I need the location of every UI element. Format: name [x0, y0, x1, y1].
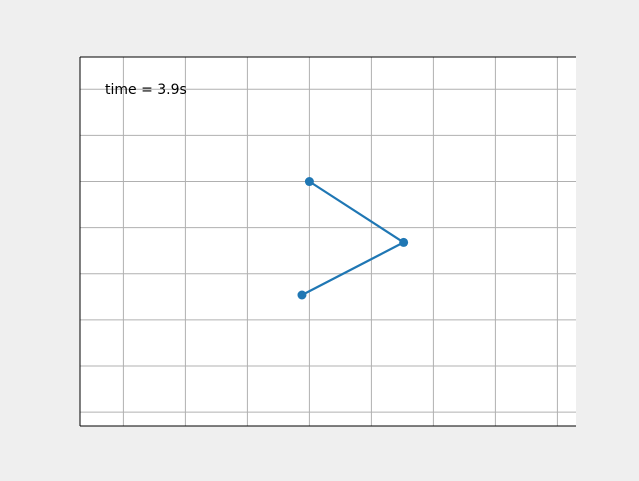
grid [80, 57, 576, 426]
data-point [297, 290, 307, 300]
time-annotation: time = 3.9s [105, 82, 187, 98]
axes-spines [79, 56, 576, 427]
axes: time = 3.9s [79, 56, 576, 427]
axes-background [80, 57, 576, 426]
data-point [399, 237, 409, 247]
data-point [304, 177, 314, 187]
plot-series [297, 177, 409, 300]
